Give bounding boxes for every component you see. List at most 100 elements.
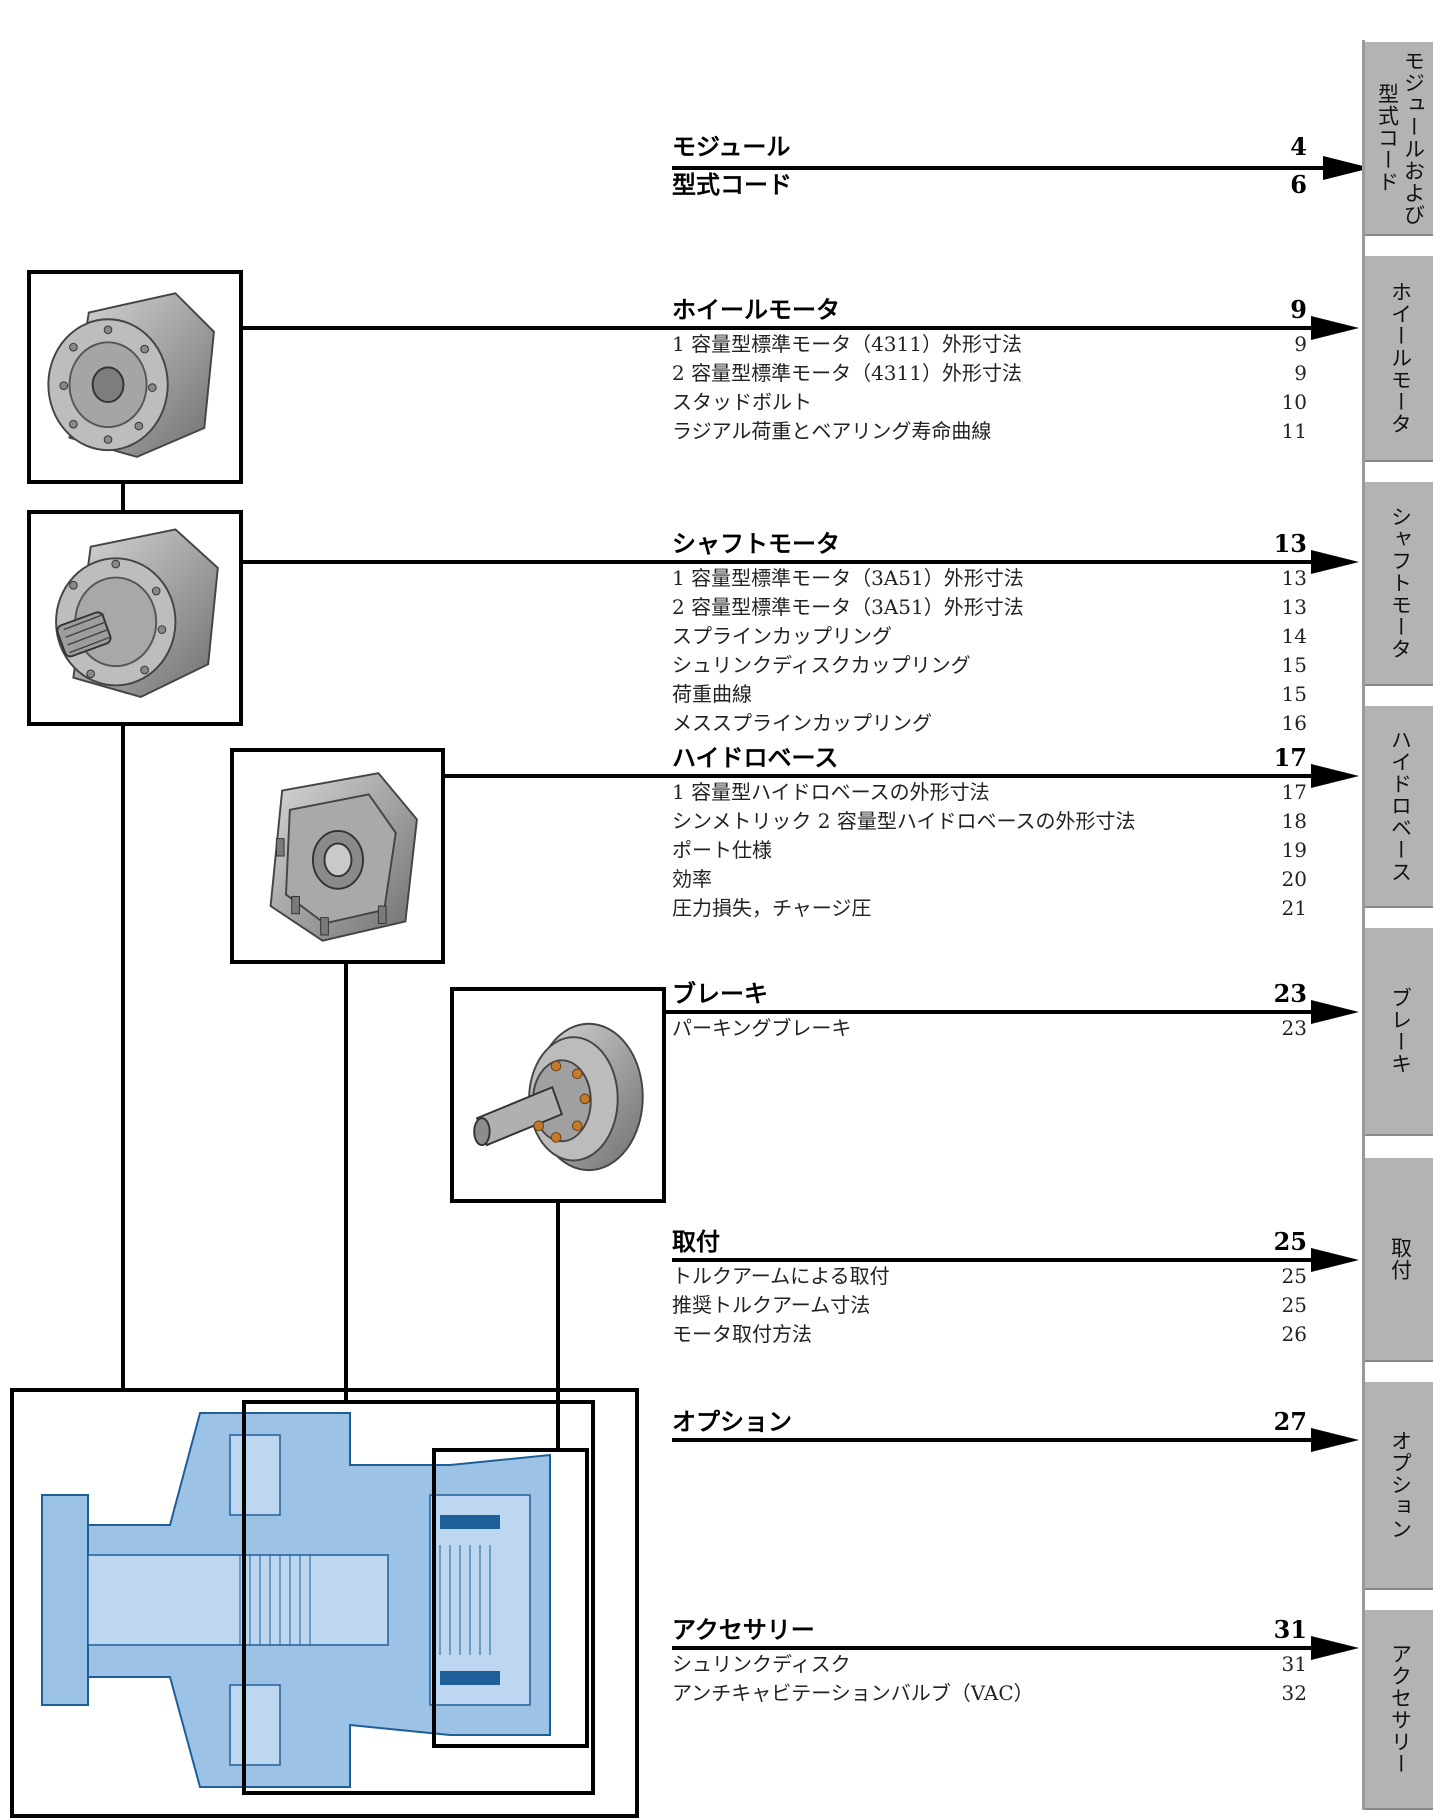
entry-label: ポート仕様 [672, 838, 772, 862]
entry-label: 荷重曲線 [672, 682, 752, 706]
toc-entry[interactable]: 効率 20 [672, 865, 1307, 894]
section-page[interactable]: 9 [1290, 295, 1307, 324]
section-title[interactable]: ハイドロベース [672, 743, 839, 772]
entry-page: 18 [1281, 809, 1307, 833]
entry-page: 9 [1294, 332, 1307, 356]
section-page[interactable]: 6 [1290, 170, 1307, 199]
tab-mount[interactable]: 取付 [1365, 1156, 1433, 1362]
chapter-tabs: モジュールおよび 型式コード ホイールモータ シャフトモータ ハイドロベース ブ… [1362, 40, 1433, 1810]
section-rule [444, 774, 1335, 778]
cutaway-hydrobase-frame [242, 1400, 595, 1795]
section-header[interactable]: 型式コード 6 [672, 171, 1307, 205]
entry-label: 1 容量型標準モータ（4311）外形寸法 [672, 332, 1022, 356]
section-arrow [1311, 1428, 1359, 1452]
section-header[interactable]: シャフトモータ 13 [242, 529, 1359, 574]
section-title[interactable]: ブレーキ [672, 979, 768, 1008]
section-rule [242, 560, 1335, 564]
section-title[interactable]: 型式コード [672, 170, 792, 199]
toc-section-typecode: 型式コード 6 [672, 171, 1307, 205]
section-title[interactable]: ホイールモータ [672, 295, 840, 324]
entry-page: 13 [1281, 595, 1307, 619]
section-page[interactable]: 4 [1290, 132, 1307, 161]
connector-brake-cutaway [556, 1203, 560, 1451]
tab-label: アクセサリー [1388, 1643, 1413, 1775]
entry-page: 25 [1281, 1264, 1307, 1288]
entry-page: 20 [1281, 867, 1307, 891]
section-header[interactable]: ハイドロベース 17 [444, 743, 1359, 788]
section-page[interactable]: 23 [1273, 979, 1307, 1008]
entry-page: 10 [1281, 390, 1307, 414]
connector-shaft-cutaway [121, 725, 125, 1390]
section-arrow [1311, 550, 1359, 574]
entry-page: 23 [1281, 1016, 1307, 1040]
section-arrow [1311, 764, 1359, 788]
section-header[interactable]: オプション 27 [672, 1407, 1359, 1452]
toc-entry[interactable]: トルクアームによる取付 25 [672, 1262, 1307, 1291]
entry-page: 11 [1281, 419, 1307, 443]
tab-label: オプション [1388, 1430, 1413, 1540]
section-header[interactable]: ブレーキ 23 [664, 979, 1359, 1024]
section-page[interactable]: 17 [1273, 743, 1307, 772]
tab-module-typecode[interactable]: モジュールおよび 型式コード [1365, 40, 1433, 236]
section-title[interactable]: 取付 [672, 1227, 720, 1256]
entry-label: 1 容量型標準モータ（3A51）外形寸法 [672, 566, 1024, 590]
toc-section-module: モジュール 4 [672, 133, 1307, 167]
tab-accessory[interactable]: アクセサリー [1365, 1608, 1433, 1810]
tab-brake[interactable]: ブレーキ [1365, 926, 1433, 1136]
section-rule [672, 1258, 1335, 1262]
section-arrow [1311, 1000, 1359, 1024]
toc-section-option: オプション 27 [672, 1407, 1359, 1452]
section-header[interactable]: モジュール 4 [672, 133, 1307, 167]
section-title[interactable]: オプション [672, 1407, 792, 1436]
entry-label: 効率 [672, 867, 712, 891]
toc-entry[interactable]: 1 容量型標準モータ（4311）外形寸法 9 [672, 330, 1307, 359]
cutaway-brake-frame [432, 1448, 589, 1748]
hydrobase-image [230, 748, 445, 964]
wheel-motor-image [27, 270, 243, 484]
tab-label: シャフトモータ [1388, 506, 1413, 660]
section-page[interactable]: 31 [1273, 1615, 1307, 1644]
section-header[interactable]: 取付 25 [672, 1227, 1359, 1272]
section-page[interactable]: 13 [1273, 529, 1307, 558]
section-header[interactable]: アクセサリー 31 [672, 1615, 1359, 1660]
entry-label: アンチキャビテーションバルブ（VAC） [672, 1681, 1034, 1705]
section-header[interactable]: ホイールモータ 9 [242, 295, 1359, 340]
entry-label: スプラインカップリング [672, 624, 892, 648]
tab-option[interactable]: オプション [1365, 1380, 1433, 1590]
tab-wheel-motor[interactable]: ホイールモータ [1365, 254, 1433, 462]
toc-entry[interactable]: アンチキャビテーションバルブ（VAC）32 [672, 1679, 1307, 1708]
entry-label: 2 容量型標準モータ（3A51）外形寸法 [672, 595, 1024, 619]
tab-hydrobase[interactable]: ハイドロベース [1365, 704, 1433, 908]
section-page[interactable]: 27 [1273, 1407, 1307, 1436]
toc-entry[interactable]: 2 容量型標準モータ（3A51）外形寸法 13 [672, 593, 1307, 622]
tab-label: 取付 [1388, 1237, 1413, 1281]
section-title[interactable]: モジュール [672, 132, 791, 161]
entry-page: 9 [1294, 361, 1307, 385]
tab-shaft-motor[interactable]: シャフトモータ [1365, 480, 1433, 686]
brake-image [450, 987, 666, 1203]
entry-label: トルクアームによる取付 [672, 1264, 890, 1288]
section-title[interactable]: アクセサリー [672, 1615, 815, 1644]
section-page[interactable]: 25 [1273, 1227, 1307, 1256]
section-title[interactable]: シャフトモータ [672, 529, 840, 558]
